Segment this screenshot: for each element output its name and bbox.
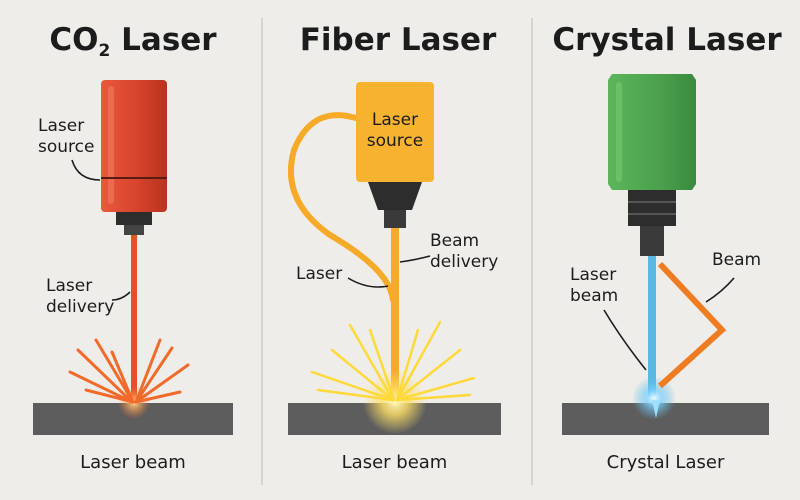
co2-delivery-leader xyxy=(111,291,131,301)
crystal-laser-illustration xyxy=(562,74,769,435)
fiber-laser-head xyxy=(356,82,434,182)
fiber-sparks xyxy=(310,320,476,402)
fiber-beam xyxy=(391,228,399,405)
co2-beam xyxy=(131,235,137,405)
co2-laser-title: CO2 Laser xyxy=(49,22,217,61)
fiber-laser-leader xyxy=(347,277,389,288)
fiber-delivery-label: Beam delivery xyxy=(430,231,499,272)
co2-delivery-label: Laser delivery xyxy=(46,276,115,317)
crystal-beam-leader xyxy=(603,309,647,371)
crystal-nozzle xyxy=(628,190,676,226)
fiber-nozzle xyxy=(368,182,422,210)
co2-nozzle xyxy=(116,212,152,225)
co2-sparks xyxy=(68,338,190,404)
crystal-laser-head xyxy=(608,74,696,190)
crystal-side-beam-leader xyxy=(705,277,735,303)
fiber-laser-label: Laser xyxy=(296,264,343,284)
crystal-side-beam xyxy=(657,261,727,389)
fiber-source-label: Laser source xyxy=(366,110,424,151)
co2-source-leader xyxy=(71,159,101,181)
crystal-caption: Crystal Laser xyxy=(606,452,725,473)
crystal-side-beam-label: Beam xyxy=(712,250,762,270)
fiber-caption: Laser beam xyxy=(341,452,448,473)
fiber-laser-title: Fiber Laser xyxy=(299,22,497,58)
fiber-cable xyxy=(288,112,396,303)
co2-laser-illustration xyxy=(33,80,233,435)
fiber-delivery-leader xyxy=(399,255,431,263)
fiber-laser-illustration xyxy=(288,82,501,435)
co2-source-label: Laser source xyxy=(38,116,95,157)
crystal-beam-label: Laser beam xyxy=(570,265,619,306)
crystal-beam xyxy=(648,256,656,396)
co2-caption: Laser beam xyxy=(80,452,186,473)
crystal-laser-title: Crystal Laser xyxy=(552,22,782,58)
